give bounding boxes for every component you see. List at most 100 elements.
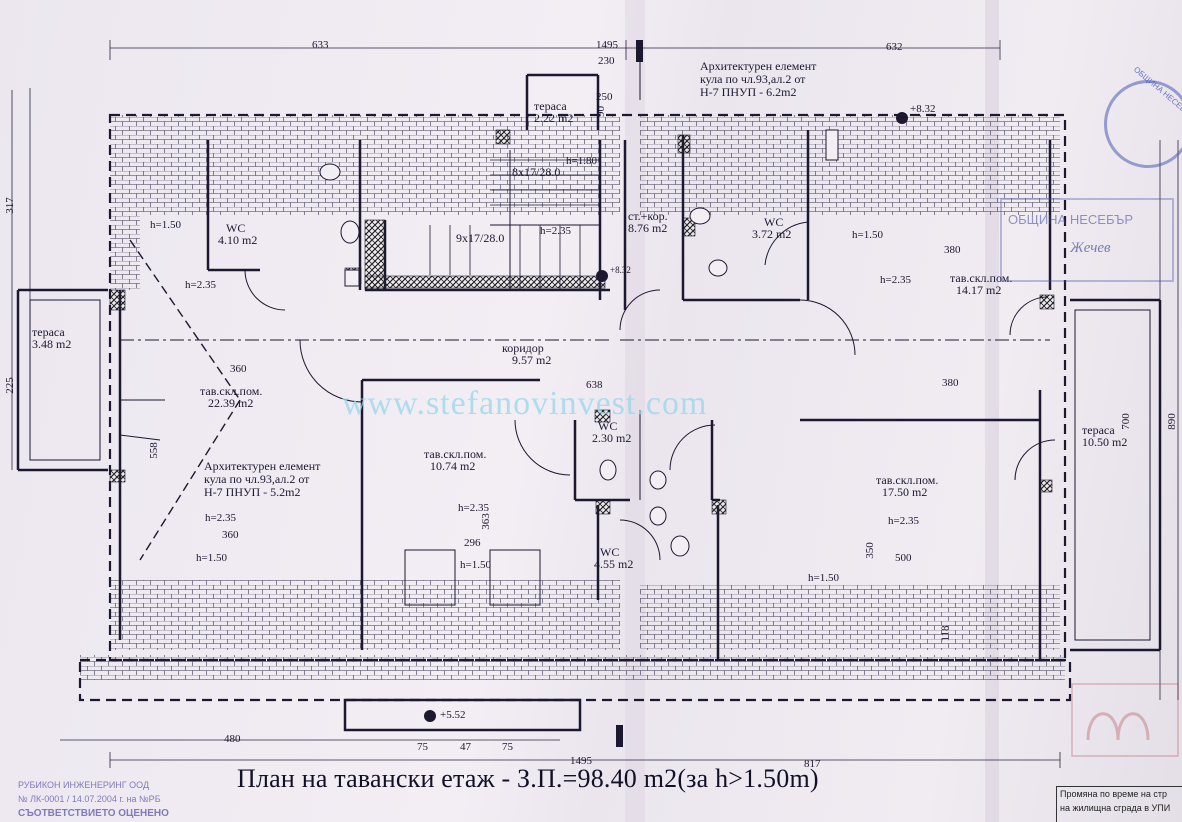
height-label: h=2.35 — [205, 512, 236, 524]
room-area: 22.39 m2 — [208, 396, 254, 410]
room-storage-mid: тав.скл.пом. 10.74 m2 — [424, 448, 486, 472]
room-storage-left: тав.скл.пом. 22.39 m2 — [200, 385, 262, 409]
room-storage-right-top: тав.скл.пом. 14.17 m2 — [950, 272, 1012, 296]
dim-top: 90 — [595, 106, 607, 117]
dim-bottom: 480 — [224, 733, 241, 745]
room-name: тав.скл.пом. — [200, 384, 263, 398]
room-name: тав.скл.пом. — [424, 447, 487, 461]
room-name: ст.+кор. — [628, 209, 668, 223]
level-top: +8.32 — [910, 103, 936, 115]
room-name: тав.скл.пом. — [876, 473, 939, 487]
rect-stamp — [1000, 198, 1174, 282]
dimension-lines — [11, 40, 1179, 768]
company-note: СЪОТВЕТСТВИЕТО ОЦЕНЕНО — [18, 808, 169, 819]
hip-lines — [129, 239, 241, 561]
room-name: WC — [600, 545, 620, 559]
note-arch-element-top: Архитектурен елемент кула по чл.93,ал.2 … — [700, 59, 817, 99]
dim-misc: 380 — [942, 377, 959, 389]
dim-misc: 225 — [3, 377, 16, 394]
dim-top: 230 — [598, 55, 615, 67]
height-label: h=1.50 — [808, 572, 839, 584]
room-terrace-right: тераса 10.50 m2 — [1082, 424, 1127, 448]
drawing-title: План на тавански етаж - З.П.=98.40 m2(за… — [237, 764, 819, 793]
dim-misc: 317 — [3, 197, 16, 214]
section-marks — [616, 40, 643, 747]
fixtures — [319, 129, 839, 557]
room-name: WC — [764, 215, 784, 229]
note-arch-element-left: Архитектурен елемент кула по чл.93,ал.2 … — [204, 459, 321, 499]
title-block: Промяна по време на стр на жилищна сград… — [1056, 786, 1182, 822]
stair-spec-upper: 8x17/28.0 — [512, 165, 561, 179]
door-swings — [119, 221, 1056, 561]
room-stair-corridor: ст.+кор. 8.76 m2 — [628, 210, 668, 234]
dim-misc: 558 — [147, 442, 160, 459]
room-name: тераса — [32, 325, 65, 339]
dim-top: 1495 — [596, 39, 618, 51]
dim-misc: 890 — [1165, 413, 1178, 430]
dim-top: 633 — [312, 39, 329, 51]
room-area: 10.74 m2 — [430, 459, 476, 473]
height-label: h=1.50 — [460, 559, 491, 571]
dim-bottom: 75 — [502, 741, 513, 753]
title-block-line: на жилищна сграда в УПИ — [1060, 803, 1171, 813]
watermark: www.stefanovinvest.com — [342, 385, 708, 422]
dim-misc: 118 — [939, 625, 952, 642]
room-area: 17.50 m2 — [882, 485, 928, 499]
dim-bottom: 817 — [804, 758, 821, 770]
room-name: WC — [598, 419, 618, 433]
room-wc-left: WC 4.10 m2 — [218, 222, 257, 246]
room-name: WC — [226, 221, 246, 235]
room-name: тераса — [534, 99, 567, 113]
room-terrace-left: тераса 3.48 m2 — [32, 326, 71, 350]
room-area: 3.72 m2 — [752, 227, 792, 241]
company-note: № ЛК-0001 / 14.07.2004 г. на №РБ — [18, 794, 161, 804]
room-area: 3.48 m2 — [32, 337, 72, 351]
room-storage-right: тав.скл.пом. 17.50 m2 — [876, 474, 938, 498]
room-name: коридор — [502, 341, 544, 355]
dim-bottom: 1495 — [570, 755, 592, 767]
dim-misc: 360 — [230, 363, 247, 375]
room-name: тав.скл.пом. — [950, 271, 1013, 285]
room-area: 4.55 m2 — [594, 557, 634, 571]
dim-misc: 350 — [863, 542, 876, 559]
room-area: 4.10 m2 — [218, 233, 258, 247]
dim-misc: 700 — [1119, 413, 1132, 430]
signature: Жечев — [1070, 240, 1111, 256]
dim-misc: 380 — [944, 244, 961, 256]
room-wc-mid: WC 2.30 m2 — [592, 420, 631, 444]
inner-lines — [29, 150, 1151, 641]
height-label: h=2.35 — [888, 515, 919, 527]
room-wc-low: WC 4.55 m2 — [594, 546, 633, 570]
height-label: h=1.50 — [852, 229, 883, 241]
dim-misc: 638 — [586, 379, 603, 391]
dim-bottom: 47 — [460, 741, 471, 753]
height-label: h=2.35 — [540, 225, 571, 237]
room-area: 2.30 m2 — [592, 431, 632, 445]
dim-misc: 296 — [464, 537, 481, 549]
dim-misc: 360 — [222, 529, 239, 541]
title-block-line: Промяна по време на стр — [1060, 789, 1167, 799]
dim-top: 250 — [596, 91, 613, 103]
dim-top: 632 — [886, 41, 903, 53]
level-bottom: +5.52 — [440, 709, 466, 721]
height-label: h=1.50 — [150, 219, 181, 231]
height-label: h=1.50 — [196, 552, 227, 564]
level-mid: +8.32 — [610, 265, 631, 275]
height-label: h=2.35 — [880, 274, 911, 286]
dim-bottom: 75 — [417, 741, 428, 753]
room-area: 8.76 m2 — [628, 221, 668, 235]
room-terrace-top: тераса 2.22 m2 — [534, 100, 573, 124]
room-area: 2.22 m2 — [534, 111, 574, 125]
height-label: h=2.35 — [458, 502, 489, 514]
height-label: h=2.35 — [185, 279, 216, 291]
stair-spec-lower: 9x17/28.0 — [456, 231, 505, 245]
room-area: 10.50 m2 — [1082, 435, 1128, 449]
level-markers — [424, 112, 908, 722]
rect-stamp-text: ОБЩИНА НЕСЕБЪР — [1008, 212, 1134, 227]
stair-treads — [429, 159, 600, 290]
room-area: 14.17 m2 — [956, 283, 1002, 297]
dim-misc: 500 — [895, 552, 912, 564]
room-wc-right: WC 3.72 m2 — [752, 216, 791, 240]
